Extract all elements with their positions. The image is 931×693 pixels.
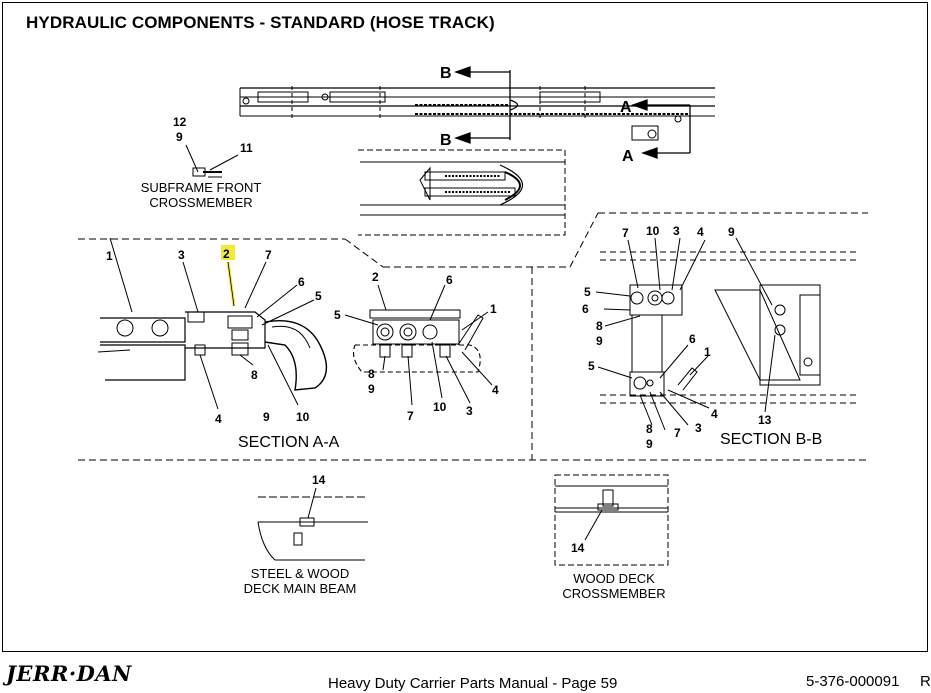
wood-deck-detail xyxy=(554,474,669,566)
aa-right-callout-2: 2 xyxy=(372,270,379,284)
hose-loop-detail xyxy=(358,149,566,236)
section-a-marker xyxy=(631,99,691,159)
section-aa-left xyxy=(97,237,328,410)
aa-left-callout-4: 4 xyxy=(215,412,222,426)
aa-left-callout-10: 10 xyxy=(296,410,310,424)
page-border xyxy=(2,2,928,652)
bb-callout-7-bottom: 7 xyxy=(674,426,681,440)
aa-left-callout-9: 9 xyxy=(263,410,270,424)
aa-right-callout-8: 8 xyxy=(368,367,375,381)
caption-wood-deck-1: WOOD DECK xyxy=(573,571,655,586)
aa-left-callout-5: 5 xyxy=(315,289,322,303)
aa-left-callout-6: 6 xyxy=(298,275,305,289)
bb-callout-9-top: 9 xyxy=(728,225,735,239)
revision-letter: R xyxy=(920,673,931,690)
caption-subframe-1: SUBFRAME FRONT xyxy=(141,180,262,195)
marker-b-bottom: B xyxy=(440,132,452,149)
aa-left-callout-7: 7 xyxy=(265,248,272,262)
parts-diagram: B B A A 12 9 11 SUBFRAME FRONT CROSSMEMB… xyxy=(78,65,868,601)
aa-right-callout-3: 3 xyxy=(466,404,473,418)
aa-right-callout-10: 10 xyxy=(433,400,447,414)
bb-callout-5-top: 5 xyxy=(584,285,591,299)
bb-callout-10: 10 xyxy=(646,224,660,238)
aa-right-callout-7: 7 xyxy=(407,409,414,423)
part-number: 5-376-000091 xyxy=(806,673,900,690)
callout-12: 12 xyxy=(173,115,187,129)
caption-section-bb: SECTION B-B xyxy=(720,431,822,448)
aa-left-callout-2: 2 xyxy=(223,247,230,261)
steel-wood-beam-detail xyxy=(257,487,368,561)
section-aa-right xyxy=(344,284,493,406)
aa-left-callout-8: 8 xyxy=(251,368,258,382)
detail-boundaries xyxy=(78,212,868,461)
bb-callout-6-bottom: 6 xyxy=(689,332,696,346)
caption-wood-deck-2: CROSSMEMBER xyxy=(562,586,665,601)
jerr-dan-logo: JERR·DAN xyxy=(6,661,132,686)
caption-section-aa: SECTION A-A xyxy=(238,434,340,451)
callout-9: 9 xyxy=(176,130,183,144)
bb-callout-4-bottom: 4 xyxy=(711,407,718,421)
marker-a-bottom: A xyxy=(622,148,634,165)
aa-left-callout-3: 3 xyxy=(178,248,185,262)
caption-subframe-2: CROSSMEMBER xyxy=(149,195,252,210)
aa-right-callout-1: 1 xyxy=(490,302,497,316)
aa-right-callout-4: 4 xyxy=(492,383,499,397)
bb-callout-5-bottom: 5 xyxy=(588,359,595,373)
aa-right-callout-6: 6 xyxy=(446,273,453,287)
bb-callout-7-top: 7 xyxy=(622,226,629,240)
caption-steel-wood-2: DECK MAIN BEAM xyxy=(244,581,357,596)
aa-left-callout-1: 1 xyxy=(106,249,113,263)
bb-callout-8-top: 8 xyxy=(596,319,603,333)
page-title: HYDRAULIC COMPONENTS - STANDARD (HOSE TR… xyxy=(26,13,495,32)
callout-2-highlight xyxy=(221,245,235,260)
bb-callout-3-bottom: 3 xyxy=(695,421,702,435)
bb-callout-9-bottom: 9 xyxy=(646,437,653,451)
bb-callout-3-top: 3 xyxy=(673,224,680,238)
bb-callout-8-bottom: 8 xyxy=(646,422,653,436)
caption-steel-wood-1: STEEL & WOOD xyxy=(251,566,349,581)
bb-callout-1: 1 xyxy=(704,345,711,359)
subframe-detail xyxy=(185,144,239,178)
callout-11: 11 xyxy=(240,141,253,155)
steel-wood-callout-14: 14 xyxy=(312,473,326,487)
aa-right-callout-9: 9 xyxy=(368,382,375,396)
overview-frame xyxy=(239,86,715,141)
wood-deck-callout-14: 14 xyxy=(571,541,585,555)
bb-callout-4-top: 4 xyxy=(697,225,704,239)
marker-b-top: B xyxy=(440,65,452,82)
bb-callout-13: 13 xyxy=(758,413,772,427)
aa-right-callout-5: 5 xyxy=(334,308,341,322)
bb-callout-9-mid: 9 xyxy=(596,334,603,348)
manual-page-label: Heavy Duty Carrier Parts Manual - Page 5… xyxy=(328,675,618,692)
section-b-marker xyxy=(454,66,511,144)
section-bb xyxy=(595,237,860,431)
marker-a-top: A xyxy=(620,99,632,116)
bb-callout-6-top: 6 xyxy=(582,302,589,316)
